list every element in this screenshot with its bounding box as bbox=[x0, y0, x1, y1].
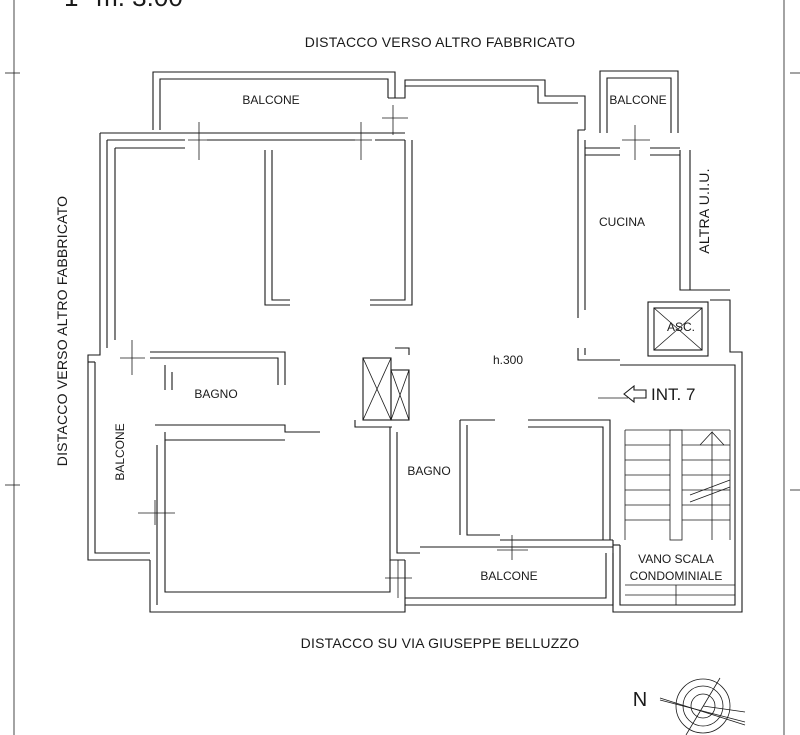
top-edge-label: DISTACCO VERSO ALTRO FABBRICATO bbox=[305, 34, 575, 50]
window-markers bbox=[120, 105, 650, 598]
elevator-shaft bbox=[647, 301, 709, 357]
compass-icon bbox=[659, 677, 746, 735]
unit-number-label: INT. 7 bbox=[651, 385, 695, 404]
room-height: h.300 bbox=[493, 353, 523, 367]
bottom-edge-label: DISTACCO SU VIA GIUSEPPE BELLUZZO bbox=[301, 635, 580, 651]
room-bagno-center: BAGNO bbox=[407, 464, 450, 478]
compass-label: N bbox=[633, 689, 647, 711]
stairwell-label-line2: CONDOMINIALE bbox=[630, 569, 723, 583]
room-bagno-left: BAGNO bbox=[194, 387, 237, 401]
room-balcone-bottom: BALCONE bbox=[480, 569, 537, 583]
room-balcone-left: BALCONE bbox=[113, 423, 127, 480]
room-cucina: CUCINA bbox=[599, 215, 645, 229]
room-balcone-top-right: BALCONE bbox=[609, 93, 666, 107]
staircase bbox=[624, 429, 735, 605]
floor-label: 1° m. 3.00 bbox=[64, 0, 183, 12]
elevator-label: ASC. bbox=[667, 320, 695, 334]
left-edge-label: DISTACCO VERSO ALTRO FABBRICATO bbox=[54, 196, 70, 466]
entrance-arrow-icon bbox=[623, 384, 647, 404]
stairwell-label-line1: VANO SCALA bbox=[638, 552, 714, 566]
outer-walls bbox=[87, 70, 743, 613]
right-edge-label: ALTRA U.I.U. bbox=[696, 168, 712, 253]
room-balcone-top-left: BALCONE bbox=[242, 93, 299, 107]
inner-walls bbox=[114, 140, 680, 593]
